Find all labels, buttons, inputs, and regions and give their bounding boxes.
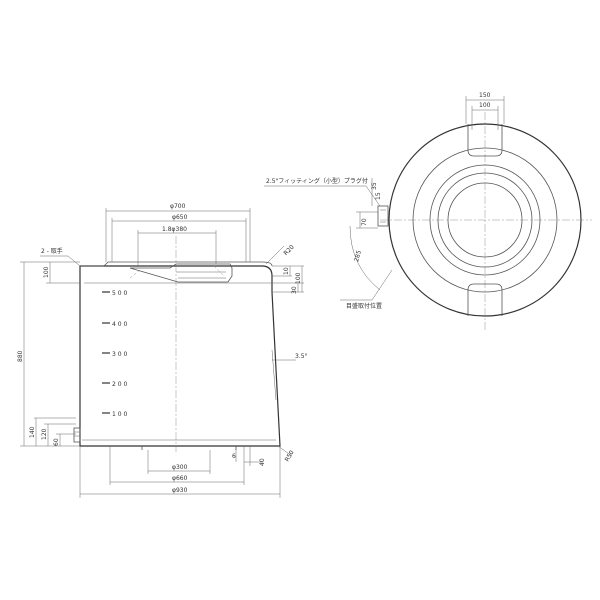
dim-top-right: 10 30 100 bbox=[272, 265, 304, 294]
fitting-callout: 2.5"フィッティング（小型）プラグ付 bbox=[264, 177, 381, 207]
lid-inner-line bbox=[129, 265, 225, 279]
dim-35-label: 35 bbox=[371, 182, 378, 190]
scale-label-300: 3 0 0 bbox=[112, 351, 127, 358]
dim-d650-label: φ650 bbox=[172, 214, 188, 221]
dim-r20-label: R20 bbox=[282, 244, 295, 257]
dim-d930: φ930 bbox=[79, 446, 281, 498]
drain-fitting bbox=[73, 427, 81, 443]
dim-d700-label: φ700 bbox=[170, 203, 186, 210]
handle-label: 2 - 取手 bbox=[41, 247, 63, 255]
dim-150-label: 150 bbox=[479, 92, 491, 99]
scale-label-500: 5 0 0 bbox=[112, 290, 127, 297]
dim-taper: 3.5° bbox=[271, 349, 308, 401]
scale-label-400: 4 0 0 bbox=[112, 321, 127, 328]
handle-callout: 2 - 取手 bbox=[40, 247, 81, 267]
scale-position-label: 目盛取付位置 bbox=[346, 302, 382, 310]
dim-height-label: 880 bbox=[17, 350, 24, 362]
fitting-plug-detail bbox=[380, 209, 386, 223]
base-feet bbox=[141, 446, 237, 450]
dim-height-880: 880 bbox=[17, 261, 80, 447]
top-view: 150 100 2.5"フィッティング（小型）プラグ付 35 70 15 285 bbox=[264, 92, 592, 330]
tank-lid bbox=[80, 261, 273, 267]
dim-d700: φ700 bbox=[105, 203, 251, 262]
dim-d300-label: φ300 bbox=[172, 464, 188, 471]
dim-d300: φ300 bbox=[147, 450, 211, 474]
dim-bottom-right: 6 40 R50 bbox=[232, 445, 296, 466]
dim-taper-label: 3.5° bbox=[295, 353, 308, 360]
dim-top-100-left: 100 bbox=[43, 262, 80, 284]
dim-15-label: 15 bbox=[375, 192, 382, 200]
scale-label-200: 2 0 0 bbox=[112, 381, 127, 388]
scale-position-callout: 目盛取付位置 bbox=[340, 269, 393, 310]
dim-bottom-120-label: 120 bbox=[41, 428, 48, 440]
dim-d930-label: φ930 bbox=[172, 487, 188, 494]
dim-r285: 285 bbox=[349, 225, 381, 291]
dim-top-30-label: 30 bbox=[291, 286, 298, 294]
tank-body-outline bbox=[79, 265, 281, 447]
scale-label-100: 1 0 0 bbox=[112, 411, 127, 418]
dim-b6-label: 6 bbox=[232, 453, 236, 460]
drain-fitting-hatch bbox=[74, 431, 80, 437]
dim-70-label: 70 bbox=[361, 218, 368, 226]
dim-pitch-label: 1.8φ380 bbox=[162, 226, 187, 233]
volume-scale: 5 0 0 4 0 0 3 0 0 2 0 0 1 0 0 bbox=[102, 290, 127, 418]
fitting-label: 2.5"フィッティング（小型）プラグ付 bbox=[266, 177, 368, 185]
dim-bottom-140: 140 bbox=[29, 417, 76, 446]
manhole-cover bbox=[129, 263, 233, 283]
dim-d660: φ660 bbox=[109, 446, 245, 485]
dim-top-100-left-label: 100 bbox=[43, 266, 50, 278]
dim-d660-label: φ660 bbox=[172, 475, 188, 482]
dim-r285-label: 285 bbox=[353, 249, 363, 262]
dim-bottom-60-label: 60 bbox=[53, 438, 60, 446]
fitting-plug bbox=[377, 205, 389, 227]
dim-bottom-60: 60 bbox=[53, 433, 76, 446]
dim-100-label: 100 bbox=[479, 102, 491, 109]
dim-top-10-label: 10 bbox=[283, 267, 290, 275]
dim-bottom-120: 120 bbox=[41, 423, 76, 446]
dim-b40-label: 40 bbox=[259, 458, 266, 466]
dim-top-100-right-label: 100 bbox=[295, 272, 302, 284]
manhole-thread bbox=[176, 271, 226, 279]
dim-pitch: 1.8φ380 bbox=[137, 226, 217, 266]
top-dims: 150 100 bbox=[465, 92, 505, 130]
dim-r20: R20 bbox=[265, 244, 296, 265]
fitting-dims: 35 70 15 bbox=[356, 178, 382, 229]
front-view: 5 0 0 4 0 0 3 0 0 2 0 0 1 0 0 φ700 φ650 bbox=[17, 203, 308, 498]
dim-d650: φ650 bbox=[111, 214, 247, 262]
dim-bottom-140-label: 140 bbox=[29, 426, 36, 438]
